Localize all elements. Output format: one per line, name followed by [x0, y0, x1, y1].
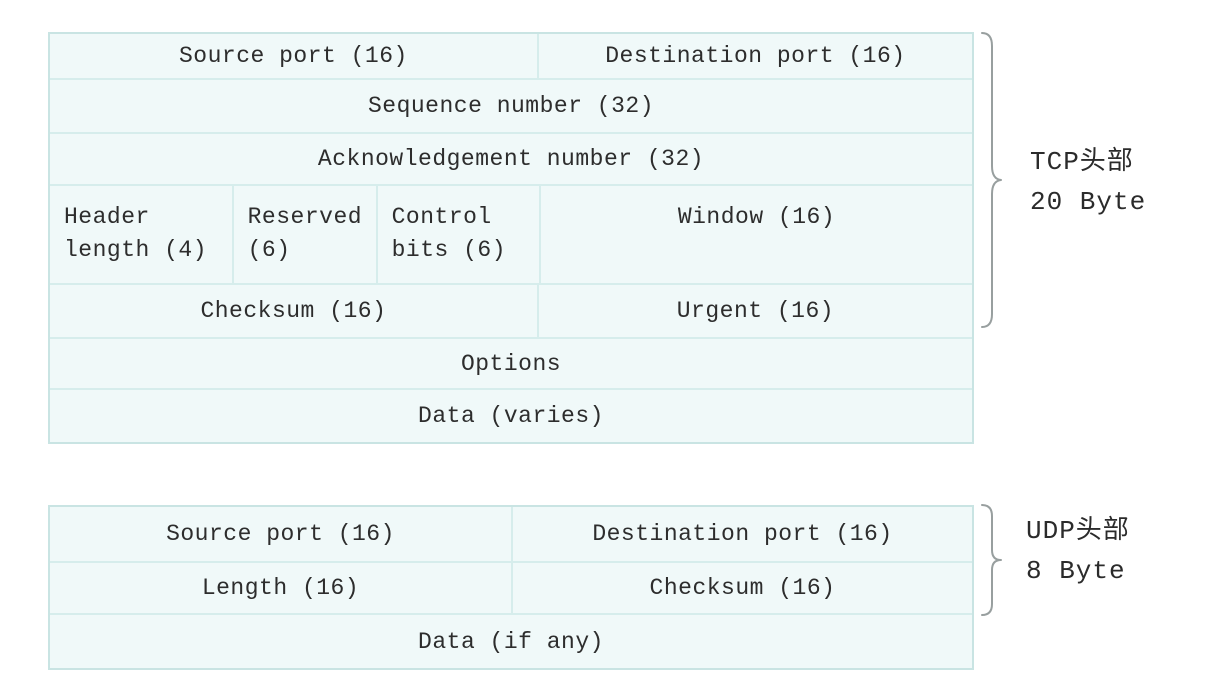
udp-header-table: Source port (16) Destination port (16) L…: [48, 505, 974, 670]
tcp-header-size-label: TCP头部 20 Byte: [1030, 142, 1146, 222]
tcp-header-size-label-line2: 20 Byte: [1030, 187, 1147, 217]
tcp-cell-window: Window (16): [540, 186, 972, 283]
tcp-header-brace: [981, 32, 1002, 328]
tcp-cell-data: Data (varies): [50, 390, 972, 442]
tcp-cell-header-length: Header length (4): [50, 186, 232, 283]
tcp-cell-acknowledgement-number: Acknowledgement number (32): [50, 134, 972, 184]
udp-row-length-checksum: Length (16) Checksum (16): [50, 563, 972, 613]
tcp-cell-sequence-number: Sequence number (32): [50, 80, 972, 132]
tcp-row-options: Options: [50, 339, 972, 388]
tcp-row-ports: Source port (16) Destination port (16): [50, 34, 972, 78]
tcp-cell-options: Options: [50, 339, 972, 388]
tcp-row-checksum: Checksum (16) Urgent (16): [50, 285, 972, 337]
tcp-cell-urgent: Urgent (16): [538, 285, 972, 337]
tcp-cell-checksum: Checksum (16): [50, 285, 537, 337]
udp-row-ports: Source port (16) Destination port (16): [50, 507, 972, 561]
udp-header-size-label-line1: UDP头部: [1026, 516, 1130, 546]
tcp-row-data: Data (varies): [50, 390, 972, 442]
udp-cell-length: Length (16): [50, 563, 511, 613]
tcp-cell-control-bits: Control bits (6): [377, 186, 539, 283]
tcp-cell-destination-port: Destination port (16): [538, 34, 972, 78]
udp-header-size-label-line2: 8 Byte: [1026, 556, 1126, 586]
tcp-header-size-label-line1: TCP头部: [1030, 147, 1134, 177]
udp-cell-data: Data (if any): [50, 615, 972, 668]
udp-row-data: Data (if any): [50, 615, 972, 668]
tcp-header-table: Source port (16) Destination port (16) S…: [48, 32, 974, 444]
udp-cell-source-port: Source port (16): [50, 507, 511, 561]
udp-header-size-label: UDP头部 8 Byte: [1026, 511, 1130, 591]
udp-cell-destination-port: Destination port (16): [513, 507, 972, 561]
udp-header-brace: [981, 504, 1002, 616]
tcp-row-sequence: Sequence number (32): [50, 80, 972, 132]
tcp-cell-source-port: Source port (16): [50, 34, 537, 78]
tcp-row-flags: Header length (4) Reserved (6) Control b…: [50, 186, 972, 283]
tcp-row-acknowledgement: Acknowledgement number (32): [50, 134, 972, 184]
udp-cell-checksum: Checksum (16): [513, 563, 972, 613]
tcp-cell-reserved: Reserved (6): [233, 186, 376, 283]
